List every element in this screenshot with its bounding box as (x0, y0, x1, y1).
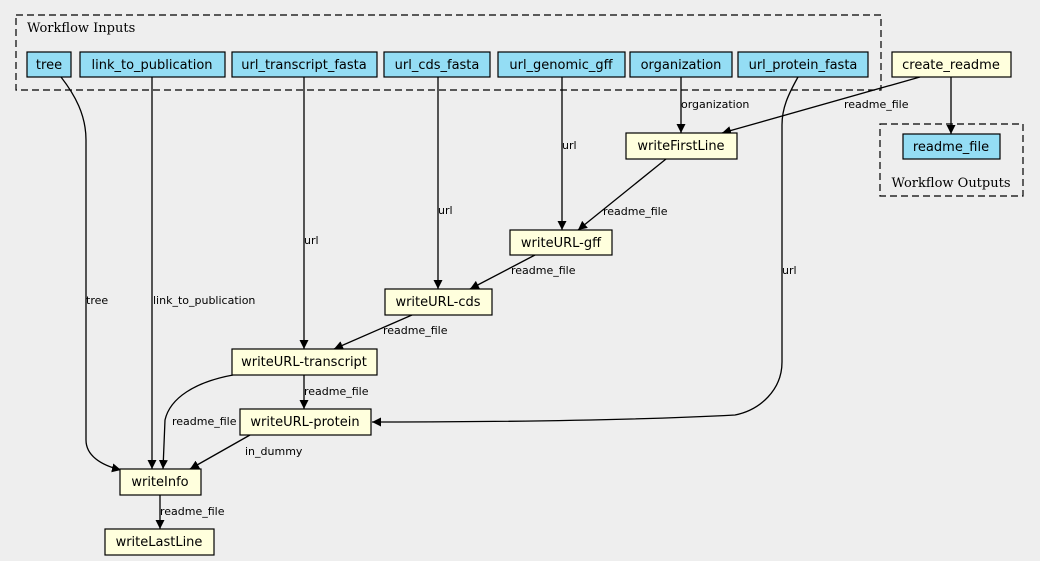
node-label-url-genomic-gff: url_genomic_gff (509, 58, 613, 73)
step-node-writeinfo[interactable]: writeInfo (119, 468, 202, 496)
edge-label-url: url (438, 204, 453, 217)
node-label-url-transcript-fasta: url_transcript_fasta (241, 58, 366, 73)
node-label-url-cds-fasta: url_cds_fasta (395, 58, 480, 73)
input-node-url-genomic-gff[interactable]: url_genomic_gff (497, 51, 626, 78)
node-label-create-readme: create_readme (902, 58, 1000, 73)
node-label-writeinfo: writeInfo (131, 475, 188, 490)
step-node-writelastline[interactable]: writeLastLine (104, 528, 215, 556)
input-node-link-to-publication[interactable]: link_to_publication (79, 51, 226, 78)
node-label-writeurl-transcript: writeURL-transcript (241, 355, 367, 370)
node-label-writeurl-protein: writeURL-protein (250, 415, 359, 430)
edge-transcript-url-to-writeurl-transcript: url (299, 77, 319, 349)
input-node-url-protein-fasta[interactable]: url_protein_fasta (737, 51, 869, 78)
step-node-writeurl-gff[interactable]: writeURL-gff (509, 229, 613, 256)
edge-writeurl-gff-to-writeurl-cds: readme_file (469, 254, 576, 290)
workflow-inputs-label: Workflow Inputs (27, 21, 135, 36)
edge-cds-url-to-writeurl-cds: url (433, 77, 453, 289)
node-label-tree: tree (36, 58, 62, 73)
edge-label-in-dummy: in_dummy (245, 445, 303, 458)
edge-label-readme-file: readme_file (603, 205, 668, 218)
edge-label-readme-file: readme_file (160, 505, 225, 518)
workflow-outputs-label: Workflow Outputs (892, 176, 1011, 191)
edge-label-link-to-publication: link_to_publication (153, 294, 255, 307)
edge-writeurl-transcript-to-writeinfo: readme_file (158, 374, 237, 470)
edge-writefirstline-to-writeurl-gff: readme_file (577, 158, 668, 231)
edge-label-url: url (562, 139, 577, 152)
edge-label-tree: tree (86, 294, 108, 307)
node-label-url-protein-fasta: url_protein_fasta (749, 58, 858, 73)
node-label-writeurl-gff: writeURL-gff (521, 236, 602, 251)
input-node-url-transcript-fasta[interactable]: url_transcript_fasta (231, 51, 378, 78)
edge-gff-url-to-writeurl-gff: url (557, 77, 577, 230)
step-node-writeurl-protein[interactable]: writeURL-protein (239, 408, 372, 436)
edge-label-url: url (782, 264, 797, 277)
step-node-writefirstline[interactable]: writeFirstLine (625, 132, 738, 160)
step-node-writeurl-cds[interactable]: writeURL-cds (384, 288, 493, 316)
node-label-organization: organization (641, 58, 722, 73)
edge-writeurl-protein-to-writeinfo: in_dummy (189, 434, 303, 470)
edge-label-url: url (304, 234, 319, 247)
edge-create-readme-to-writefirstline: readme_file (721, 76, 921, 135)
step-node-writeurl-transcript[interactable]: writeURL-transcript (231, 348, 378, 376)
edge-writeurl-cds-to-writeurl-transcript: readme_file (333, 314, 448, 350)
edge-label-organization: organization (681, 98, 749, 111)
node-label-writelastline: writeLastLine (116, 535, 203, 550)
output-node-readme-file[interactable]: readme_file (902, 133, 1001, 160)
node-label-readme-file: readme_file (913, 140, 989, 155)
input-node-organization[interactable]: organization (629, 51, 733, 78)
workflow-inputs-cluster: Workflow Inputs (15, 14, 882, 91)
edge-label-readme-file: readme_file (172, 415, 237, 428)
node-label-link-to-publication: link_to_publication (91, 58, 212, 73)
edge-label-readme-file: readme_file (511, 264, 576, 277)
input-node-tree[interactable]: tree (26, 51, 72, 78)
edge-writeinfo-to-writelastline: readme_file (155, 495, 225, 529)
edge-link-to-publication-to-writeinfo: link_to_publication (147, 77, 255, 469)
edge-tree-to-writeinfo: tree (60, 76, 122, 473)
edge-organization-to-writefirstline: organization (676, 77, 749, 133)
step-node-create-readme[interactable]: create_readme (891, 51, 1012, 78)
edge-label-readme-file: readme_file (383, 324, 448, 337)
edge-protein-url-to-writeurl-protein: url (371, 76, 799, 427)
node-label-writeurl-cds: writeURL-cds (395, 295, 480, 310)
edge-writeurl-transcript-to-writeurl-protein: readme_file (299, 375, 369, 409)
input-node-url-cds-fasta[interactable]: url_cds_fasta (383, 51, 491, 78)
node-label-writefirstline: writeFirstLine (637, 139, 724, 154)
edge-label-readme-file: readme_file (304, 385, 369, 398)
edge-label-readme-file: readme_file (844, 98, 909, 111)
